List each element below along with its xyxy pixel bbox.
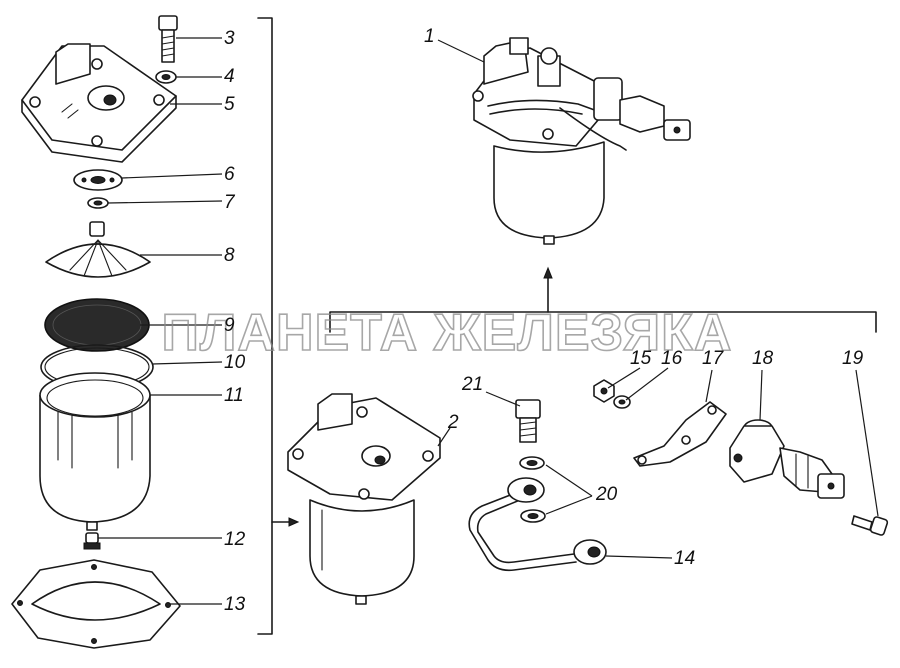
- callout-19: 19: [842, 348, 864, 369]
- part-8-cone: [45, 221, 151, 278]
- part-13-base-ring: [11, 559, 181, 649]
- callout-16: 16: [661, 348, 683, 369]
- callout-21: 21: [461, 374, 483, 395]
- part-15-nut: [593, 379, 615, 403]
- watermark-text: ПЛАНЕТА ЖЕЛЕЗЯКА: [162, 304, 733, 362]
- callout-20: 20: [595, 484, 618, 505]
- fittings-bracket: [329, 311, 877, 333]
- leader-lines: [98, 37, 879, 605]
- callout-17: 17: [702, 348, 725, 369]
- part-16-washer: [613, 395, 631, 409]
- part-2-filter-assembly: [287, 393, 441, 605]
- callout-7: 7: [224, 192, 236, 213]
- part-5-cover: [21, 43, 177, 163]
- part-3-bolt: [158, 15, 178, 63]
- callout-6: 6: [224, 164, 235, 185]
- callout-12: 12: [224, 529, 246, 550]
- callout-13: 13: [224, 594, 246, 615]
- callout-labels: 1 2 3 4 5 6 7 8 9 10 11 12 13 14 15 16 1…: [224, 26, 864, 615]
- group-bracket: [257, 17, 273, 635]
- part-20-sealing-washers: [519, 456, 546, 523]
- callout-1: 1: [424, 26, 435, 47]
- part-11-bowl: [39, 372, 151, 531]
- part-1-filter-complete: [472, 37, 691, 245]
- callout-3: 3: [224, 28, 235, 49]
- part-17-bracket: [633, 401, 727, 467]
- callout-5: 5: [224, 94, 235, 115]
- part-18-priming-pump: [729, 419, 845, 499]
- callout-18: 18: [752, 348, 774, 369]
- part-9-filter-element: [44, 298, 150, 352]
- part-12-drain-plug: [83, 532, 101, 550]
- arrowhead-to-1: [543, 266, 553, 279]
- part-14-fuel-pipe: [468, 477, 607, 572]
- part-21-banjo-bolt: [515, 399, 541, 443]
- part-4-washer: [155, 70, 177, 84]
- part-6-gasket: [73, 169, 123, 191]
- callout-11: 11: [224, 385, 244, 406]
- callout-14: 14: [674, 548, 695, 569]
- part-19-screw: [851, 515, 889, 536]
- callout-15: 15: [630, 348, 652, 369]
- callout-4: 4: [224, 66, 235, 87]
- callout-10: 10: [224, 352, 246, 373]
- callout-8: 8: [224, 245, 235, 266]
- callout-2: 2: [447, 412, 459, 433]
- arrowhead-to-2: [288, 517, 300, 527]
- part-7-seal-ring: [87, 197, 109, 209]
- callout-9: 9: [224, 315, 235, 336]
